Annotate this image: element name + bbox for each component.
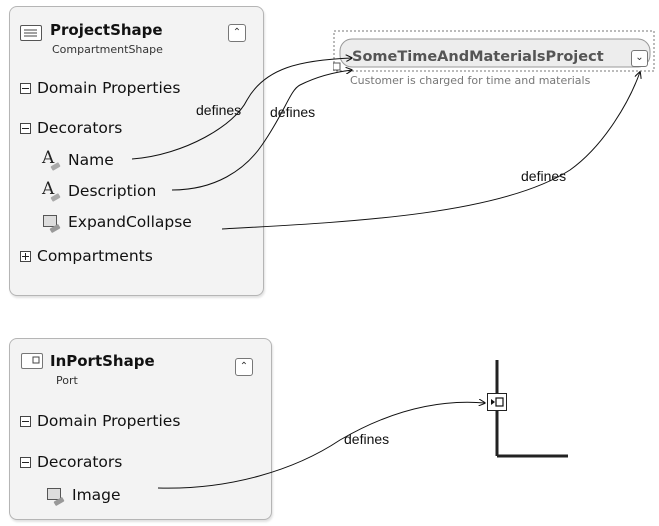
rendered-description: Customer is charged for time and materia… xyxy=(350,74,591,87)
project-shape-title: ProjectShape xyxy=(50,21,163,39)
text-decorator-icon: A xyxy=(42,179,61,202)
arrow-expandcollapse-to-button xyxy=(221,72,640,230)
collapse-section-icon[interactable] xyxy=(20,122,31,134)
defines-label-name: defines xyxy=(196,102,242,118)
image-decorator-icon xyxy=(42,213,61,234)
decorator-image-label: Image xyxy=(72,486,121,504)
defines-label-description: defines xyxy=(270,104,316,120)
project-shape-definition[interactable]: ProjectShape CompartmentShape ⌃ Domain P… xyxy=(9,6,264,296)
double-chevron-up-icon[interactable]: ⌃ xyxy=(235,358,253,376)
defines-label-image: defines xyxy=(344,431,390,447)
decorators-label: Decorators xyxy=(37,453,123,471)
image-decorator-icon xyxy=(46,486,65,507)
project-shape-subtitle: CompartmentShape xyxy=(52,43,163,56)
domain-properties-label: Domain Properties xyxy=(37,79,181,97)
rendered-shape-outline xyxy=(333,30,655,72)
collapse-section-icon[interactable] xyxy=(20,456,31,468)
decorators-label: Decorators xyxy=(37,119,123,137)
domain-properties-label: Domain Properties xyxy=(37,412,181,430)
rendered-port-container xyxy=(495,360,568,458)
decorator-item-name[interactable]: A Name xyxy=(42,148,114,171)
decorator-item-image[interactable]: Image xyxy=(46,486,121,507)
rendered-title: SomeTimeAndMaterialsProject xyxy=(352,49,604,65)
collapse-section-icon[interactable] xyxy=(20,415,31,427)
decorators-section[interactable]: Decorators xyxy=(20,119,122,137)
decorator-name-label: Name xyxy=(68,151,114,169)
in-port-icon[interactable] xyxy=(487,393,507,411)
port-shape-definition[interactable]: InPortShape Port ⌃ Domain Properties Dec… xyxy=(9,338,272,520)
decorator-expandcollapse-label: ExpandCollapse xyxy=(68,213,192,231)
expand-section-icon[interactable] xyxy=(20,250,31,262)
double-chevron-up-icon[interactable]: ⌃ xyxy=(228,24,246,42)
double-chevron-down-icon[interactable]: ⌄ xyxy=(631,50,648,67)
decorators-section[interactable]: Decorators xyxy=(20,453,122,471)
decorator-item-expandcollapse[interactable]: ExpandCollapse xyxy=(42,213,192,234)
port-shape-title: InPortShape xyxy=(50,352,155,370)
port-shape-subtitle: Port xyxy=(56,374,78,387)
decorator-description-label: Description xyxy=(68,182,157,200)
decorator-item-description[interactable]: A Description xyxy=(42,179,157,202)
port-shape-icon xyxy=(21,353,43,369)
defines-label-expandcollapse: defines xyxy=(521,168,567,184)
domain-properties-section[interactable]: Domain Properties xyxy=(20,412,180,430)
compartments-label: Compartments xyxy=(37,247,153,265)
collapse-section-icon[interactable] xyxy=(20,82,31,94)
compartment-shape-icon xyxy=(20,25,42,41)
rendered-compartment-shape[interactable]: SomeTimeAndMaterialsProject Customer is … xyxy=(333,30,655,87)
compartments-section[interactable]: Compartments xyxy=(20,247,153,265)
text-decorator-icon: A xyxy=(42,148,61,171)
domain-properties-section[interactable]: Domain Properties xyxy=(20,79,180,97)
